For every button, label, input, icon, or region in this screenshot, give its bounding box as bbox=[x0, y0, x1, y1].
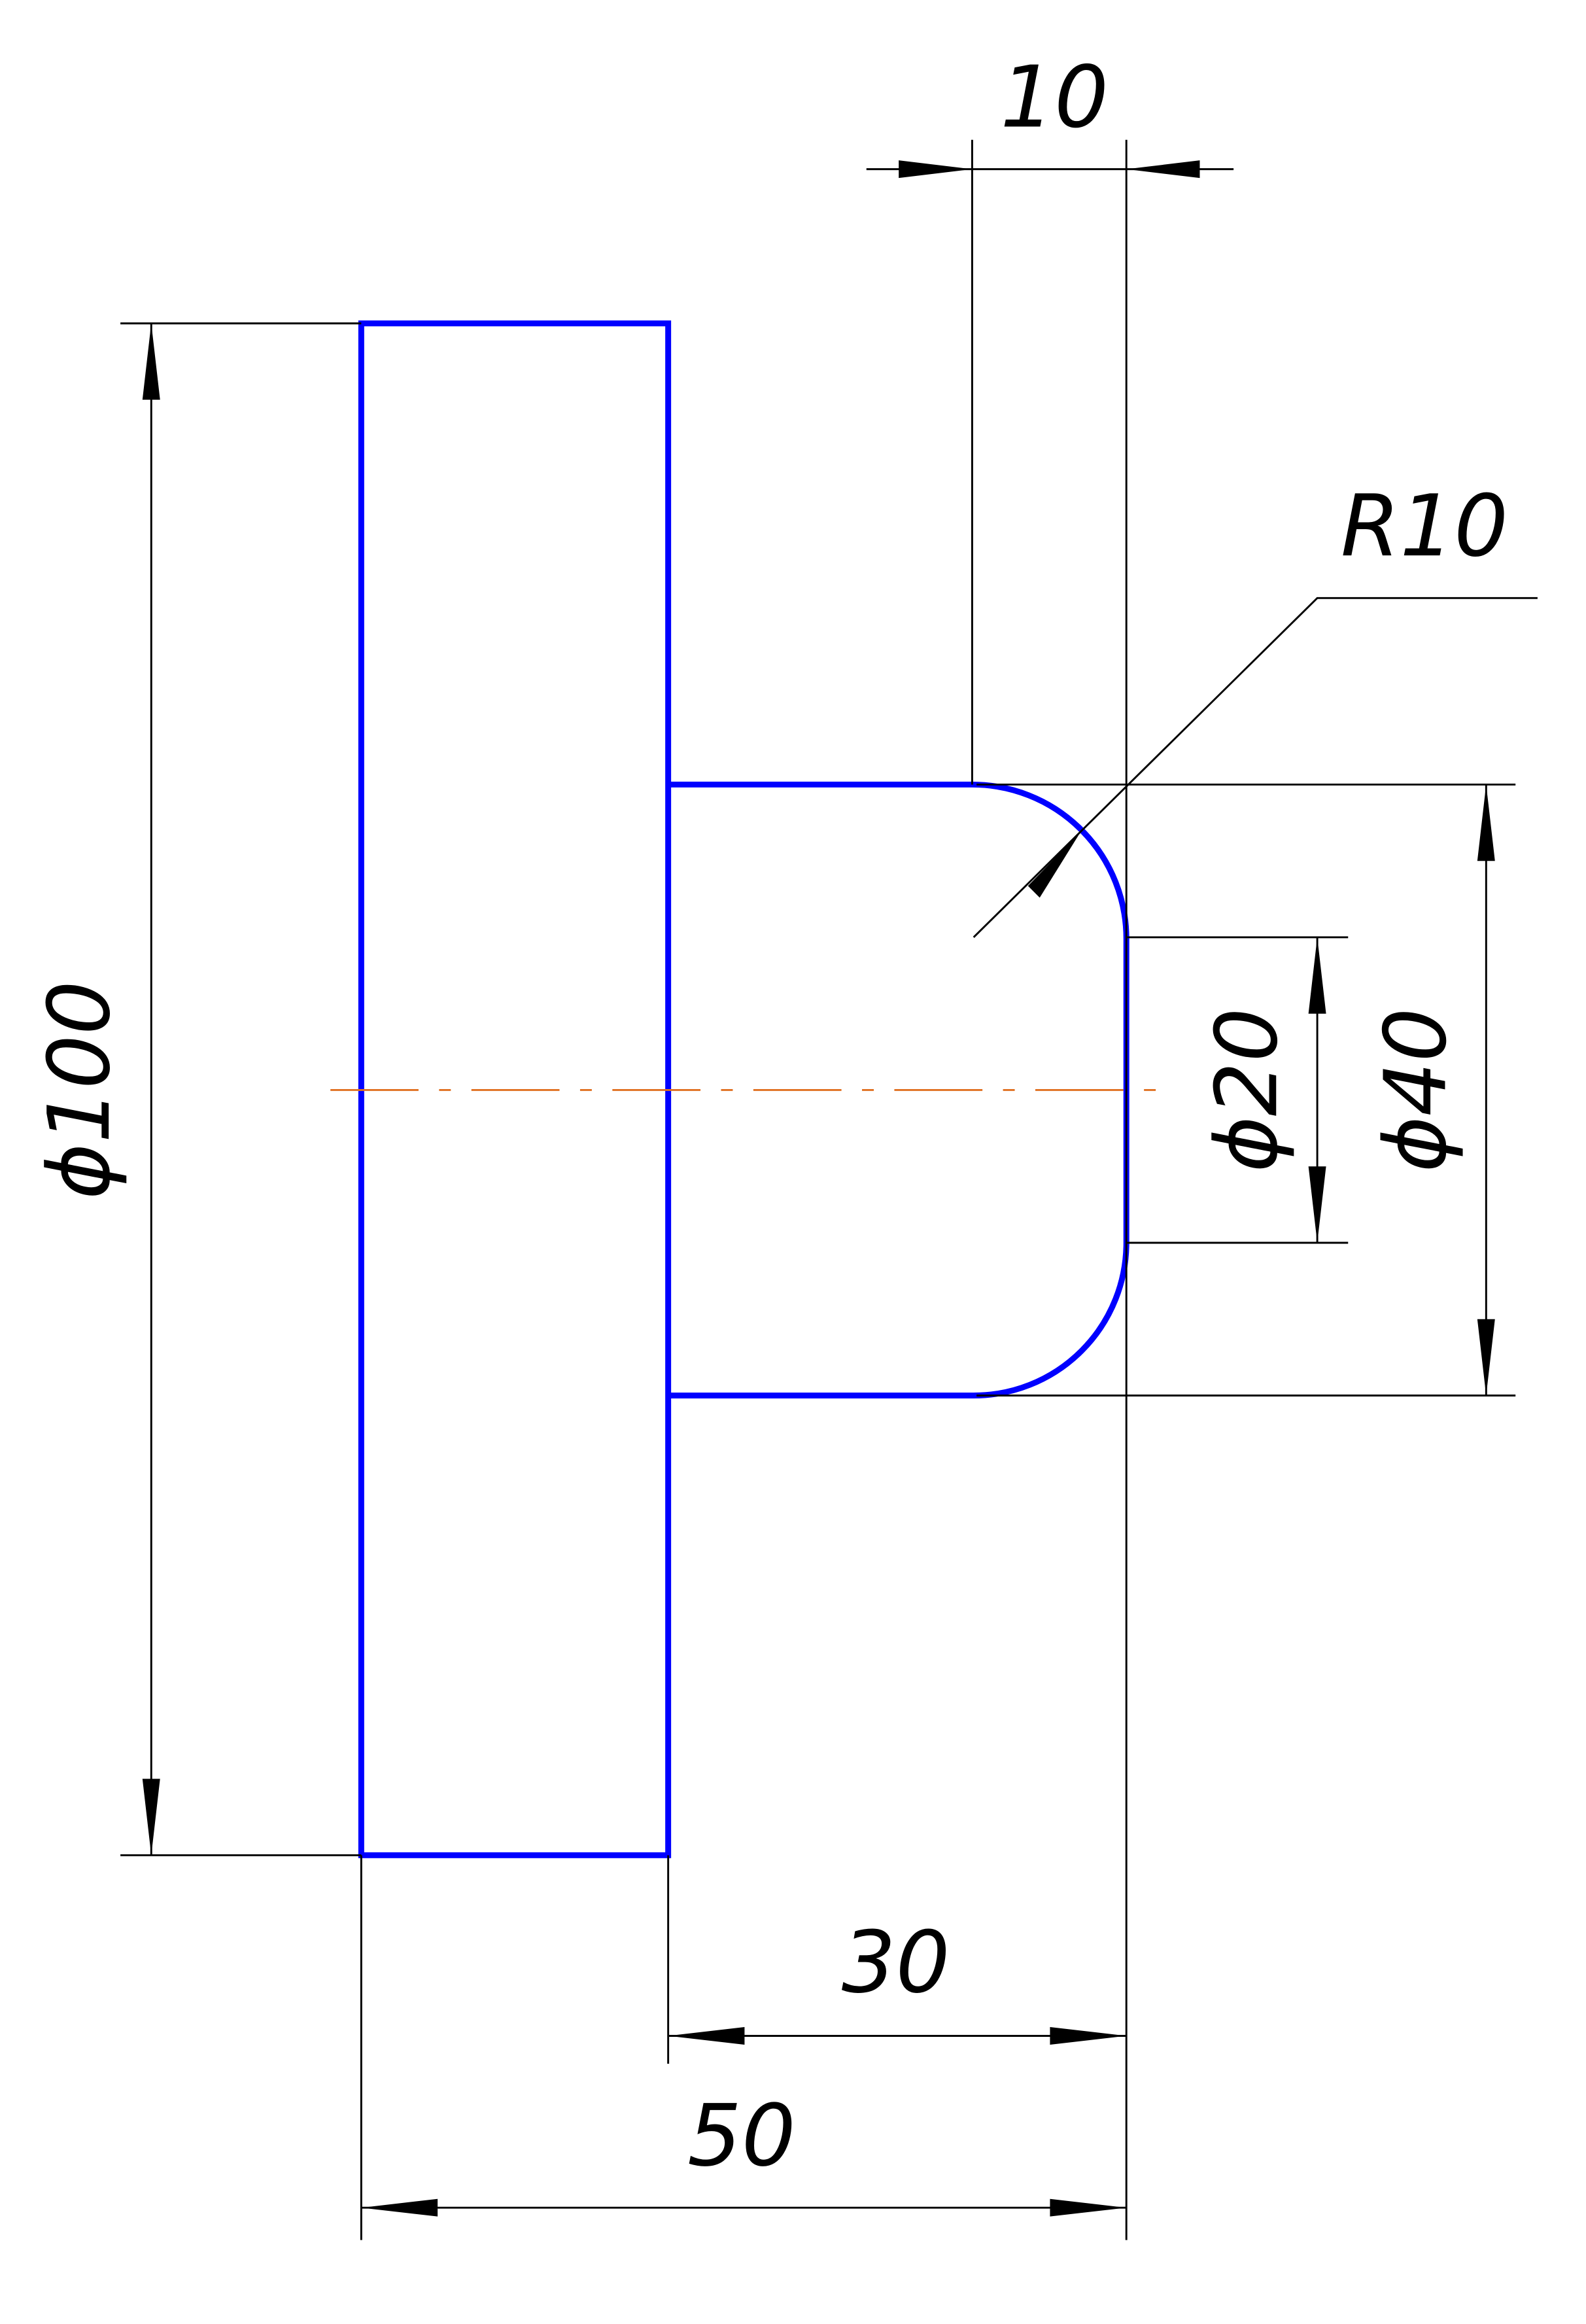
dimension-label-10: 10 bbox=[1000, 48, 1109, 147]
dimension-label-dia-20: ϕ20 bbox=[1197, 1008, 1296, 1173]
arrow-head bbox=[1027, 831, 1081, 898]
arrow-head bbox=[361, 2198, 438, 2217]
arrow-head bbox=[1126, 160, 1200, 179]
dimension-10: 10 bbox=[866, 48, 1234, 2240]
arrow-head bbox=[1308, 1166, 1326, 1243]
dimension-label-30: 30 bbox=[842, 1913, 950, 2012]
arrow-head bbox=[668, 2027, 745, 2045]
dimension-label-dia-40: ϕ40 bbox=[1366, 1008, 1465, 1173]
dimension-label-r10: R10 bbox=[1341, 476, 1508, 576]
arrow-head bbox=[1050, 2027, 1127, 2045]
dimension-30: 30 bbox=[667, 1855, 1127, 2064]
dimension-dia-20: ϕ20 bbox=[1126, 936, 1349, 1244]
dimension-radius-10: R10 bbox=[973, 476, 1538, 938]
arrow-head bbox=[1477, 784, 1495, 861]
arrow-head bbox=[1050, 2198, 1127, 2217]
dimension-50: 50 bbox=[360, 1855, 1127, 2240]
arrow-head bbox=[899, 160, 973, 179]
arrow-head bbox=[142, 323, 160, 400]
arrow-head bbox=[142, 1778, 160, 1856]
arrow-head bbox=[1308, 937, 1326, 1014]
dimension-dia-40: ϕ40 bbox=[976, 783, 1516, 1396]
dimension-dia-100: ϕ100 bbox=[29, 322, 362, 1856]
dimension-label-dia-100: ϕ100 bbox=[29, 980, 129, 1199]
arrow-head bbox=[1477, 1319, 1495, 1396]
dimension-label-50: 50 bbox=[687, 2086, 796, 2185]
